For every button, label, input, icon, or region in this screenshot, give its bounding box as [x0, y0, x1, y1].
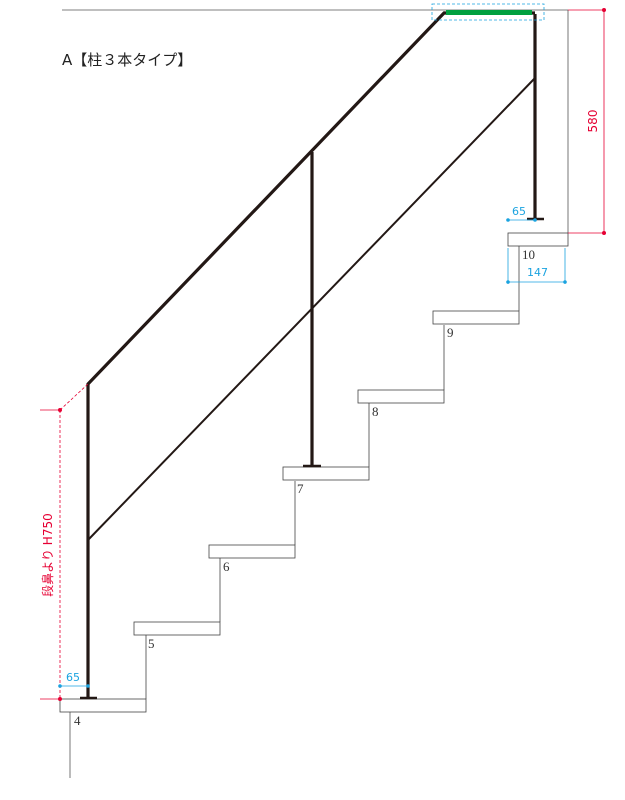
step-number-10: 10	[522, 247, 535, 262]
diagram-title: A【柱３本タイプ】	[62, 51, 192, 69]
right-offset-dot-a	[506, 218, 510, 222]
top-cap-green	[446, 10, 532, 15]
step-number-5: 5	[148, 636, 155, 651]
step-number-8: 8	[372, 404, 379, 419]
handrail-height-label: 段鼻より H750	[40, 513, 55, 597]
step-number-6: 6	[223, 559, 230, 574]
height-dot-top	[58, 408, 62, 412]
tread-7	[282, 466, 370, 481]
height-slope-dashed	[59, 383, 89, 411]
tread-4	[59, 698, 147, 713]
top-rail-slope	[86, 11, 446, 386]
step-5: 5	[133, 558, 221, 651]
stairs: 4 5 6 7 8 9	[59, 232, 569, 778]
lower-rail	[87, 77, 536, 541]
left-offset-dot-a	[58, 684, 62, 688]
step-8: 8	[357, 325, 445, 419]
tread-depth-dot-a	[506, 280, 510, 284]
tread-8	[357, 389, 445, 404]
step-number-7: 7	[297, 481, 304, 496]
tread-6	[208, 544, 296, 559]
tread-10	[507, 232, 569, 247]
right-offset-label: 65	[512, 205, 526, 218]
left-offset-label: 65	[66, 671, 80, 684]
left-offset-dot-b	[86, 684, 90, 688]
tread-depth-dimension: 147	[506, 248, 567, 284]
tread-9	[432, 310, 520, 325]
tread-depth-dot-b	[563, 280, 567, 284]
top-height-label: 580	[586, 110, 600, 133]
left-offset-dimension: 65	[58, 671, 90, 688]
step-4: 4	[59, 635, 147, 728]
step-number-4: 4	[74, 713, 81, 728]
tread-depth-label: 147	[527, 266, 548, 279]
top-height-dimension: 580	[568, 8, 606, 235]
top-height-dot-b	[602, 231, 606, 235]
top-height-dot-a	[602, 8, 606, 12]
step-9: 9	[432, 246, 520, 340]
height-dot-bottom	[58, 697, 62, 701]
tread-5	[133, 621, 221, 636]
step-6: 6	[208, 481, 296, 574]
step-10: 10	[507, 232, 569, 262]
step-number-9: 9	[447, 325, 454, 340]
step-7: 7	[282, 403, 370, 496]
right-offset-dimension: 65	[506, 205, 537, 222]
right-offset-dot-b	[533, 218, 537, 222]
top-cap-outline	[431, 3, 545, 21]
height-dimension-left: 段鼻より H750	[40, 383, 89, 701]
handrail	[80, 3, 545, 700]
